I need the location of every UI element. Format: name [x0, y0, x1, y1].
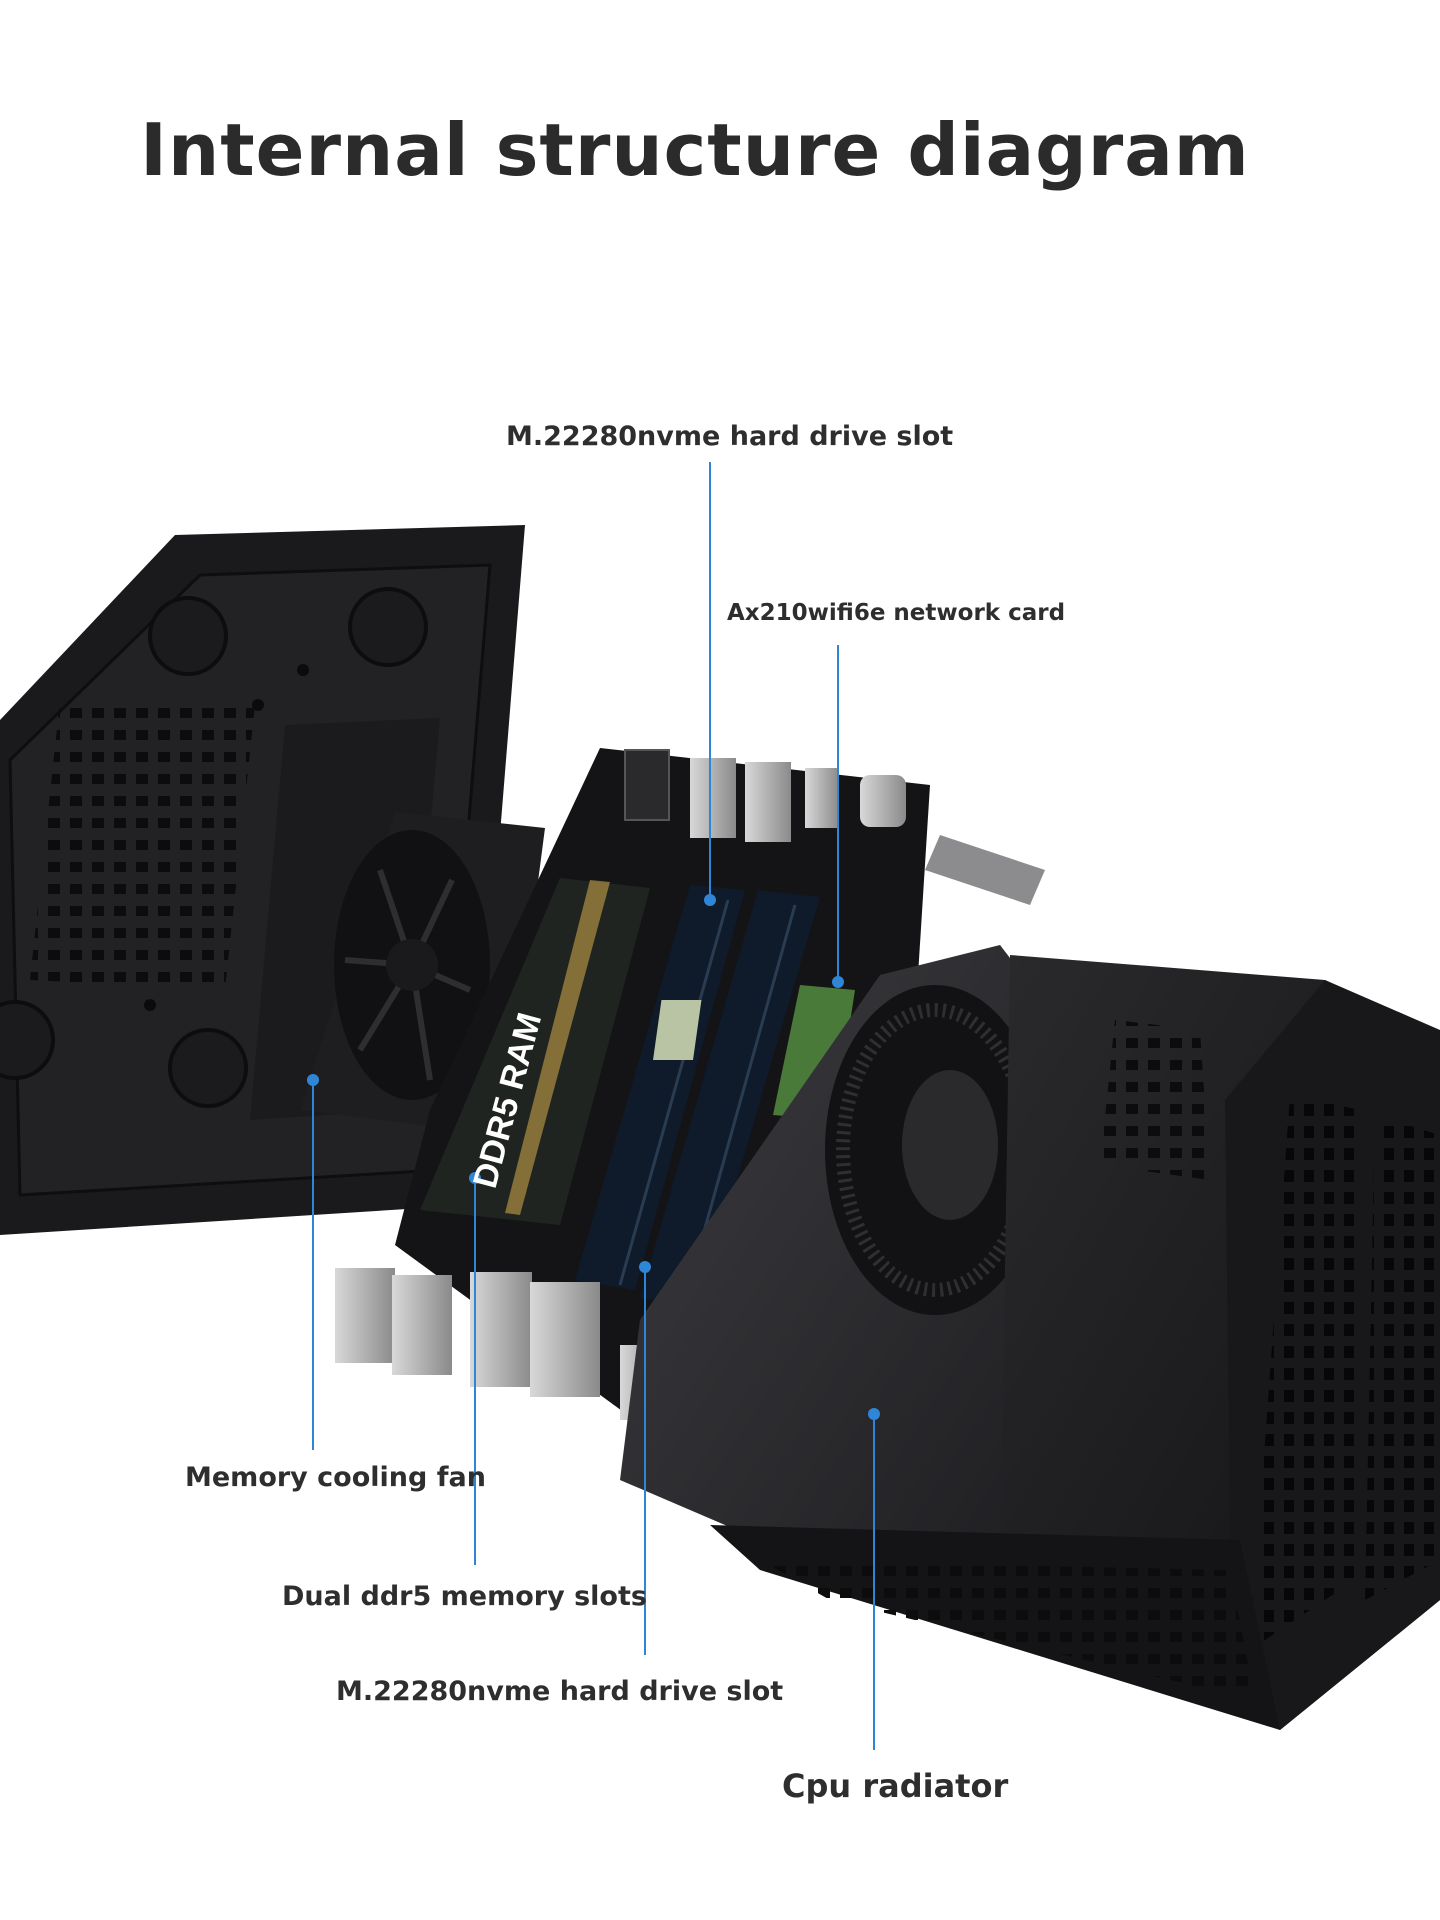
- leader-lines: [312, 462, 875, 1750]
- case-shell-art: [710, 955, 1440, 1730]
- dot-nvme-top: [704, 894, 716, 906]
- label-nvme-slot-bottom: M.22280nvme hard drive slot: [336, 1676, 784, 1707]
- dot-fan: [307, 1074, 319, 1086]
- dot-cpu: [868, 1408, 880, 1420]
- dot-nvme-bottom: [639, 1261, 651, 1273]
- page-title: Internal structure diagram: [140, 108, 1250, 192]
- dot-memory: [469, 1172, 481, 1184]
- cpu-radiator-art: [620, 945, 1050, 1600]
- label-memory-slots: Dual ddr5 memory slots: [282, 1581, 647, 1612]
- leader-dots: [307, 894, 880, 1420]
- label-memory-cooling-fan: Memory cooling fan: [185, 1462, 486, 1493]
- label-wifi-card: Ax210wifi6e network card: [727, 600, 1066, 626]
- label-nvme-slot-top: M.22280nvme hard drive slot: [506, 421, 954, 452]
- dot-wifi: [832, 976, 844, 988]
- label-cpu-radiator: Cpu radiator: [782, 1767, 1009, 1805]
